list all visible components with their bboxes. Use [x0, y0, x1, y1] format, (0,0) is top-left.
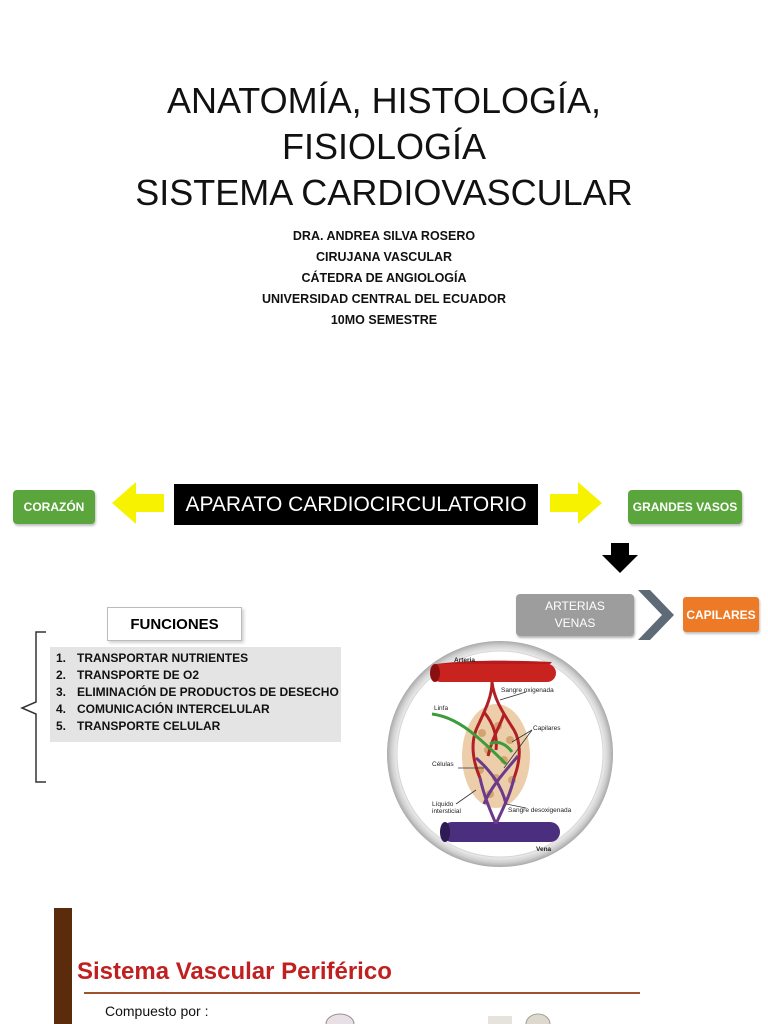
arterial-capillaries: [471, 681, 521, 779]
right-arrow-icon: [550, 482, 602, 524]
label-celulas: Células: [432, 761, 454, 768]
arterias-label: ARTERIAS: [545, 599, 605, 613]
down-arrow-icon: [602, 543, 638, 573]
slide3-title: Sistema Vascular Periférico: [77, 958, 392, 985]
aparato-label: APARATO CARDIOCIRCULATORIO: [185, 492, 527, 516]
artery-tube: [432, 664, 556, 682]
venas-label: VENAS: [554, 616, 596, 630]
label-vena: Vena: [536, 846, 552, 853]
venous-capillaries: [475, 755, 520, 825]
label-liquido: Líquido: [432, 801, 454, 808]
funciones-label: FUNCIONES: [130, 615, 219, 633]
subtitle-line: DRA. ANDREA SILVA ROSERO: [292, 229, 476, 243]
capilares-box: CAPILARES: [683, 597, 759, 632]
slide-title: ANATOMÍA, HISTOLOGÍA, FISIOLOGÍA SISTEMA…: [0, 78, 768, 216]
list-item: 3.ELIMINACIÓN DE PRODUCTOS DE DESECHO: [56, 685, 339, 699]
left-arrow-icon: [112, 482, 164, 524]
label-arteria: Arteria: [454, 657, 475, 664]
slide3-subtitle: Compuesto por :: [105, 1003, 209, 1019]
label-capilares: Capilares: [533, 725, 561, 732]
grandes-vasos-box: GRANDES VASOS: [628, 490, 742, 524]
list-item: 5.TRANSPORTE CELULAR: [56, 719, 221, 733]
capillary-diagram: Arteria Sangre oxigenada Linfa Capilares…: [387, 641, 613, 867]
slide3-divider: [84, 992, 640, 994]
left-brace-icon: [20, 631, 46, 783]
title-line: FISIOLOGÍA: [281, 126, 487, 167]
capilares-label: CAPILARES: [686, 607, 756, 622]
funciones-list: 1.TRANSPORTAR NUTRIENTES 2.TRANSPORTE DE…: [50, 647, 341, 742]
vessel-thumbnail-icon: [325, 1013, 355, 1024]
subtitle-line: UNIVERSIDAD CENTRAL DEL ECUADOR: [261, 292, 506, 306]
grandes-vasos-label: GRANDES VASOS: [632, 500, 738, 514]
subtitle-line: CIRUJANA VASCULAR: [315, 250, 453, 264]
corazon-label: CORAZÓN: [23, 500, 85, 514]
vein-tube: [442, 822, 560, 842]
slide-subtitle: DRA. ANDREA SILVA ROSERO CIRUJANA VASCUL…: [0, 226, 768, 331]
title-line: SISTEMA CARDIOVASCULAR: [135, 172, 633, 213]
corazon-box: CORAZÓN: [13, 490, 95, 524]
label-intersticial: intersticial: [432, 808, 461, 815]
arterias-venas-box: ARTERIAS VENAS: [516, 594, 634, 636]
chevron-right-icon: [638, 590, 674, 640]
list-item: 2.TRANSPORTE DE O2: [56, 668, 200, 682]
leader-lines: [455, 691, 533, 809]
slide3-side-bar: [54, 908, 72, 1024]
subtitle-line: 10MO SEMESTRE: [330, 313, 438, 327]
list-item: 4.COMUNICACIÓN INTERCELULAR: [56, 702, 270, 716]
lymph-vessel: [431, 712, 514, 766]
label-linfa: Linfa: [434, 705, 448, 712]
aparato-cardiocirculatorio-box: APARATO CARDIOCIRCULATORIO: [174, 484, 538, 525]
vessel-thumbnail-icon: [488, 1013, 551, 1024]
label-sangre-desoxigenada: Sangre desoxigenada: [508, 807, 572, 814]
title-line: ANATOMÍA, HISTOLOGÍA,: [166, 80, 602, 121]
subtitle-line: CÁTEDRA DE ANGIOLOGÍA: [301, 271, 467, 285]
list-item: 1.TRANSPORTAR NUTRIENTES: [56, 651, 249, 665]
funciones-title: FUNCIONES: [107, 607, 242, 641]
label-sangre-oxigenada: Sangre oxigenada: [501, 687, 554, 694]
